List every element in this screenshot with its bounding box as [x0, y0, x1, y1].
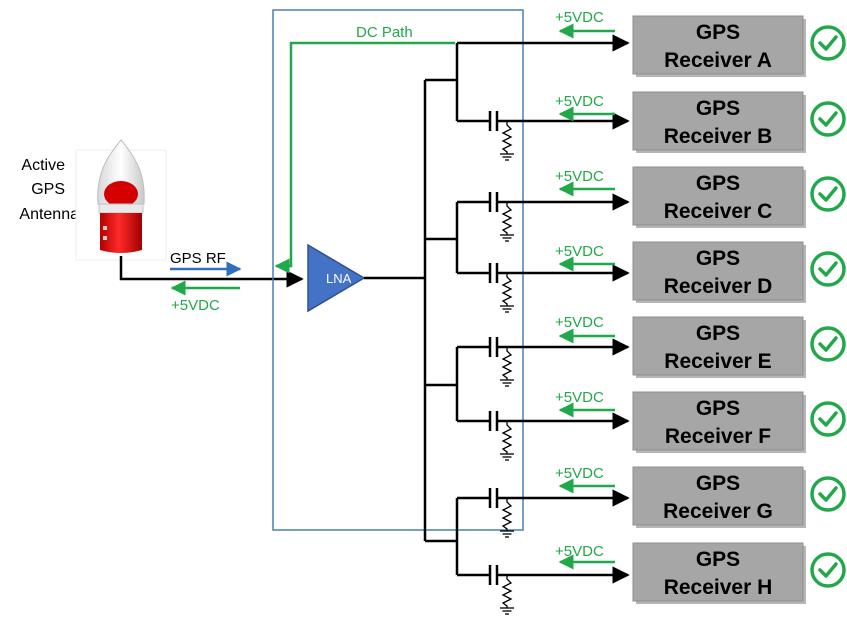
receiver-row-h: +5VDC GPS Receiver H — [457, 542, 846, 615]
status-ok-icon — [810, 401, 846, 437]
check-mark-icon — [818, 186, 838, 202]
receiver-row-e: +5VDC GPS Receiver E — [457, 314, 846, 387]
status-ok-icon — [810, 176, 846, 212]
check-mark-icon — [818, 486, 838, 502]
status-ok-icon — [810, 552, 846, 588]
check-mark-icon — [818, 261, 838, 277]
receiver-dc-label: +5VDC — [555, 389, 604, 406]
status-ok-icon — [810, 476, 846, 512]
receiver-title: GPS — [696, 172, 740, 195]
receiver-dc-label: +5VDC — [555, 93, 604, 110]
antenna-label-line-1: Active — [21, 157, 65, 174]
receiver-dc-label: +5VDC — [555, 314, 604, 331]
receiver-dc-label: +5VDC — [555, 9, 604, 26]
receiver-box — [632, 316, 804, 376]
check-mark-icon — [818, 411, 838, 427]
gps-rf-label: GPS RF — [170, 250, 226, 267]
check-mark-icon — [818, 111, 838, 127]
dc-path-label: DC Path — [356, 24, 413, 41]
receiver-name: Receiver A — [664, 49, 772, 72]
receiver-row-c: +5VDC GPS Receiver C — [457, 166, 846, 242]
receiver-box — [632, 466, 804, 526]
status-ok-icon — [810, 326, 846, 362]
receiver-row-b: +5VDC GPS Receiver B — [457, 91, 846, 161]
receiver-name: Receiver B — [664, 125, 773, 148]
receiver-name: Receiver F — [665, 425, 771, 448]
load-resistor — [501, 498, 513, 531]
receiver-title: GPS — [696, 247, 740, 270]
receiver-row-g: +5VDC GPS Receiver G — [457, 465, 846, 538]
antenna-feed-wire — [119, 256, 304, 288]
antenna-label: Active GPS Antenna — [19, 157, 79, 223]
receiver-box — [632, 542, 804, 602]
receiver-dc-label: +5VDC — [555, 243, 604, 260]
splitter-tree — [364, 43, 459, 575]
receiver-title: GPS — [696, 472, 740, 495]
splitter-enclosure — [272, 9, 524, 531]
receiver-box — [632, 15, 804, 75]
receiver-name: Receiver E — [664, 350, 771, 373]
load-resistor — [501, 347, 513, 380]
receiver-dc-label: +5VDC — [555, 543, 604, 560]
receiver-name: Receiver G — [663, 500, 773, 523]
lna-amplifier — [307, 243, 366, 313]
antenna-label-line-3: Antenna — [19, 206, 79, 223]
antenna-label-line-2: GPS — [31, 181, 65, 198]
receiver-dc-label: +5VDC — [555, 168, 604, 185]
status-ok-icon — [810, 25, 846, 61]
receiver-title: GPS — [696, 548, 740, 571]
receiver-row-a: +5VDC GPS Receiver A — [457, 9, 846, 77]
receiver-title: GPS — [696, 397, 740, 420]
load-resistor — [501, 421, 513, 454]
receiver-box — [632, 166, 804, 226]
receiver-row-d: +5VDC GPS Receiver D — [457, 241, 846, 313]
lna-label: LNA — [326, 271, 352, 286]
check-mark-icon — [818, 35, 838, 51]
load-resistor — [501, 575, 513, 608]
receiver-name: Receiver H — [664, 576, 773, 599]
dc-path-line — [274, 41, 455, 274]
load-resistor — [501, 273, 513, 306]
receiver-box — [632, 241, 804, 301]
check-mark-icon — [818, 336, 838, 352]
status-ok-icon — [810, 251, 846, 287]
check-mark-icon — [818, 562, 838, 578]
receiver-row-f: +5VDC GPS Receiver F — [457, 389, 846, 461]
receiver-name: Receiver D — [664, 275, 773, 298]
gps-antenna-icon — [75, 139, 167, 261]
receiver-title: GPS — [696, 97, 740, 120]
receiver-dc-label: +5VDC — [555, 465, 604, 482]
receiver-title: GPS — [696, 322, 740, 345]
receiver-box — [632, 91, 804, 151]
receiver-name: Receiver C — [664, 200, 773, 223]
receiver-title: GPS — [696, 21, 740, 44]
antenna-dc-label: +5VDC — [171, 297, 220, 314]
load-resistor — [501, 202, 513, 235]
load-resistor — [501, 121, 513, 154]
status-ok-icon — [810, 101, 846, 137]
receiver-box — [632, 391, 804, 451]
